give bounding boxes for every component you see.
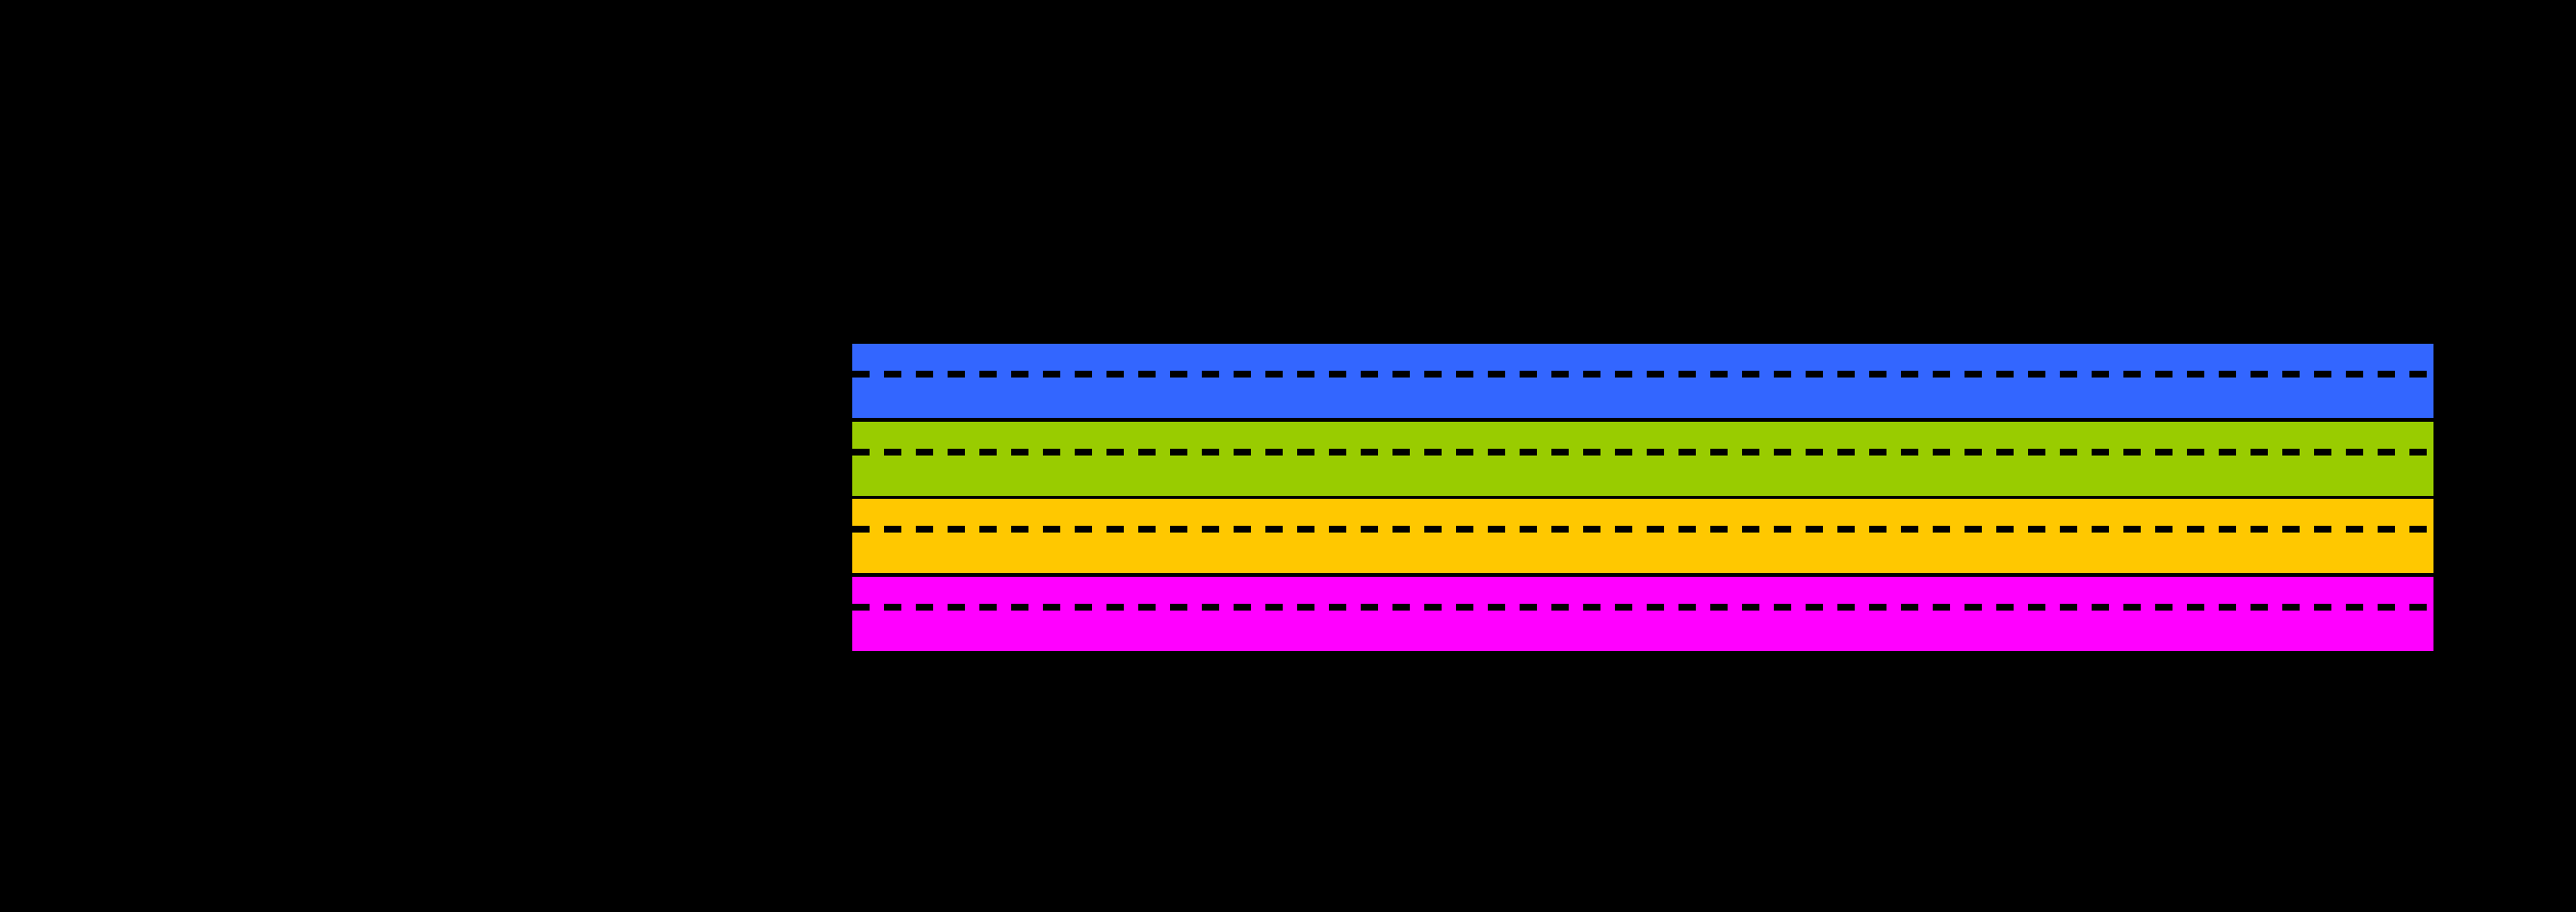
median-line-b [852,448,2433,456]
bar-a[interactable] [852,343,2433,418]
bar-row [852,421,2433,496]
y-tick-label-c: C [815,521,833,551]
median-line-d [852,604,2433,612]
median-line-c [852,526,2433,534]
bar-d[interactable] [852,577,2433,652]
plot-area [852,342,2433,653]
bar-row [852,577,2433,652]
y-axis-tick-labels: A B C D [0,342,833,653]
x-axis-tick-labels [852,664,2433,703]
bar-row [852,343,2433,418]
bar-row [852,499,2433,574]
y-tick-label-a: A [816,365,833,395]
y-tick-label-d: D [815,599,833,629]
bar-c[interactable] [852,499,2433,574]
median-line-a [852,370,2433,378]
bar-b[interactable] [852,421,2433,496]
y-tick-label-b: B [816,443,833,473]
